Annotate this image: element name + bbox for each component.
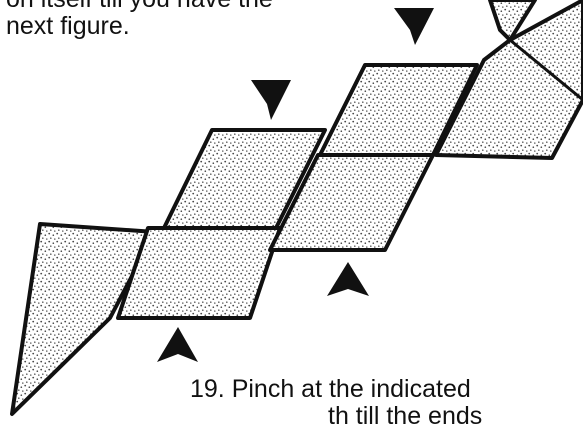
arrow-down-icon [251,80,291,120]
right-flap-fold-line [509,38,583,102]
pleat-diamond-1 [116,226,282,320]
bottom-caption-line-1: 19. Pinch at the indicated [190,375,471,403]
right-flap-main [434,0,583,160]
top-caption-line-2: next figure. [6,12,130,40]
top-caption: on itself till you have the next figure. [6,0,273,40]
arrow-down-icon [394,8,434,45]
bottom-caption-line-2: th till the ends [328,402,483,430]
top-caption-line-1: on itself till you have the [6,0,273,13]
arrow-up-icon [327,262,369,296]
arrow-up-icon [157,327,198,362]
